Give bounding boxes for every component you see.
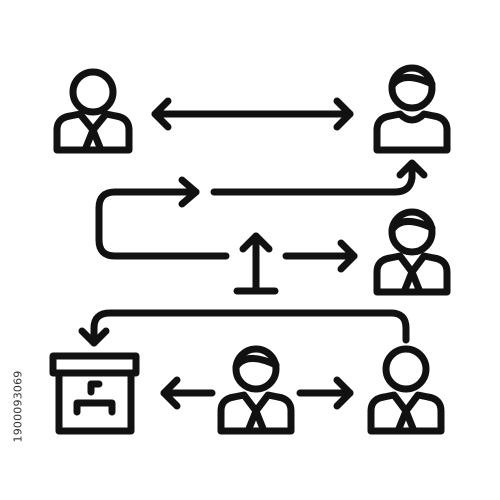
person-hair-tie-icon-mid-right	[373, 208, 451, 296]
loop-arrow	[95, 159, 428, 273]
person-tie-icon-top-left	[53, 68, 133, 154]
person-hair-tie-icon-bottom-middle	[217, 345, 295, 435]
raise-arrow-icon	[233, 232, 279, 295]
return-arrow	[78, 309, 410, 347]
person-hair-icon-top-right	[373, 64, 451, 154]
stock-id-text: 1900093069	[11, 370, 25, 443]
arrow-to-box	[160, 376, 216, 410]
archive-box-icon	[49, 352, 140, 435]
person-tie-icon-bottom-right	[367, 345, 445, 435]
double-arrow-top	[151, 97, 354, 131]
arrow-to-bottom-right	[296, 376, 354, 410]
